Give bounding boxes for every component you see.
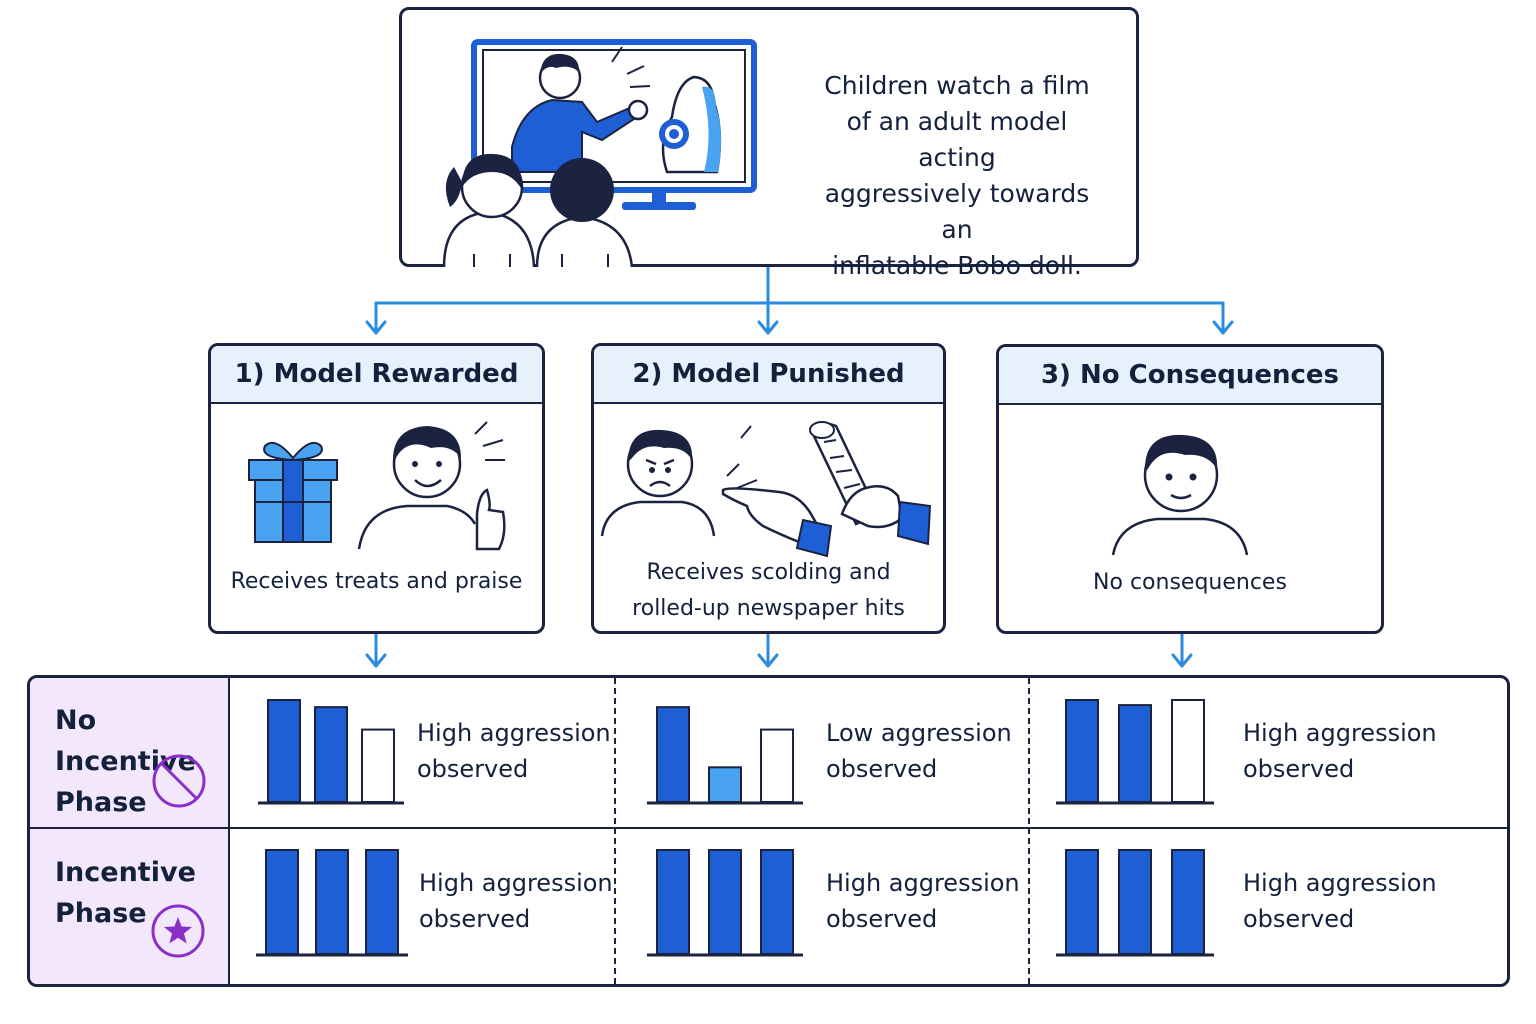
bar-group	[1056, 849, 1214, 957]
condition-caption: No consequences	[1093, 570, 1287, 595]
bar-group	[256, 849, 408, 957]
phase-no-incentive: No Incentive Phase	[30, 678, 230, 828]
children-watching-tv-icon	[442, 39, 757, 267]
aggression-bar	[1065, 849, 1099, 955]
pointing-hand-icon	[721, 425, 833, 558]
setup-box: Children watch a film of an adult model …	[399, 7, 1139, 280]
result-text: High aggression observed	[419, 869, 613, 933]
condition-model-rewarded: 1) Model Rewarded Receives treats and pr…	[208, 343, 545, 634]
angry-person-icon	[600, 429, 716, 537]
newspaper-icon	[809, 421, 932, 546]
gift-icon	[248, 442, 338, 543]
bar-group	[647, 849, 803, 957]
aggression-bar	[1118, 849, 1152, 955]
setup-description: Children watch a film of an adult model …	[824, 71, 1090, 280]
results-table: No Incentive Phase Incentive Phase High …	[27, 675, 1510, 987]
aggression-bar	[365, 849, 399, 955]
column-divider	[614, 678, 616, 984]
star-badge-icon	[151, 904, 205, 958]
aggression-bar	[361, 728, 395, 803]
aggression-bar	[1065, 699, 1099, 803]
aggression-bar	[315, 849, 349, 955]
prohibited-icon	[152, 754, 206, 808]
aggression-bar	[708, 849, 742, 955]
aggression-bar	[708, 766, 742, 803]
bar-group	[647, 706, 803, 805]
aggression-bar	[267, 699, 301, 803]
aggression-bar	[314, 706, 348, 804]
result-text: Low aggression observed	[826, 719, 1012, 783]
aggression-bar	[656, 706, 690, 804]
condition-no-consequences: 3) No Consequences No consequences	[996, 344, 1384, 634]
result-text: High aggression observed	[826, 869, 1020, 933]
aggression-bar	[265, 849, 299, 955]
aggression-bar	[760, 728, 794, 803]
column-divider	[1028, 678, 1030, 984]
condition-title: 1) Model Rewarded	[211, 346, 542, 404]
neutral-person-icon	[1111, 434, 1249, 556]
condition-caption: Receives scolding and rolled-up newspape…	[632, 560, 905, 621]
aggression-bar	[1118, 704, 1152, 804]
phase-label: Incentive Phase	[55, 857, 196, 929]
aggression-bar	[760, 849, 794, 955]
phase-label: No Incentive Phase	[55, 705, 196, 818]
bar-group	[1056, 699, 1214, 805]
bar-group	[258, 699, 404, 805]
phase-incentive: Incentive Phase	[30, 828, 230, 984]
aggression-bar	[1171, 699, 1205, 803]
aggression-bar	[656, 849, 690, 955]
condition-model-punished: 2) Model Punished Receives scolding and …	[591, 343, 946, 634]
row-divider	[30, 827, 1507, 829]
condition-title: 2) Model Punished	[594, 346, 943, 404]
condition-title: 3) No Consequences	[999, 347, 1381, 405]
result-text: High aggression observed	[1243, 869, 1437, 933]
condition-caption: Receives treats and praise	[230, 569, 523, 594]
thumbs-up-person-icon	[357, 421, 506, 551]
result-text: High aggression observed	[1243, 719, 1437, 783]
aggression-bar	[1171, 849, 1205, 955]
result-text: High aggression observed	[417, 719, 611, 783]
